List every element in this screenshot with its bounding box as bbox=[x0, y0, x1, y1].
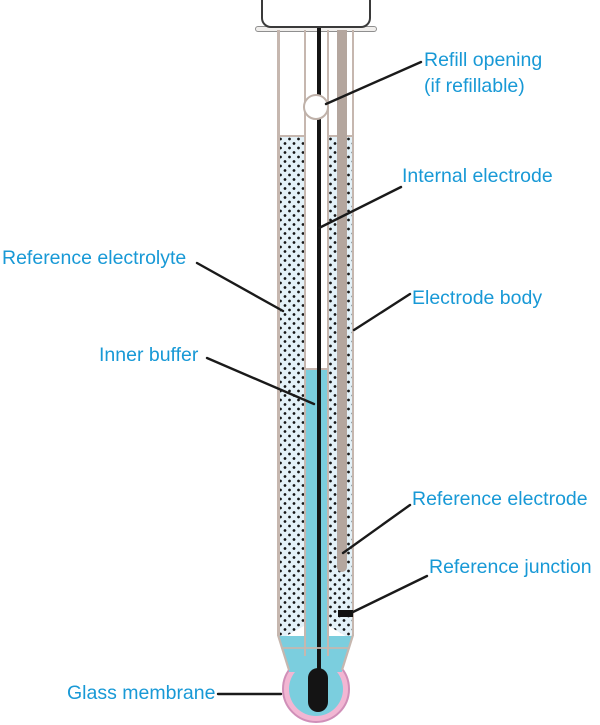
label-refill-opening-line2: (if refillable) bbox=[424, 75, 525, 97]
refill-opening-circle bbox=[303, 94, 329, 120]
label-reference-electrode: Reference electrode bbox=[412, 488, 588, 510]
reference-electrolyte-left-column bbox=[279, 135, 304, 640]
label-inner-buffer: Inner buffer bbox=[99, 344, 199, 366]
reference-electrode-stripe bbox=[337, 30, 347, 572]
pointer-electrode-body bbox=[352, 292, 412, 332]
reference-junction-bar bbox=[338, 610, 353, 617]
inner-buffer-fill bbox=[306, 368, 327, 640]
label-refill-opening: Refill opening (if refillable) bbox=[424, 47, 542, 99]
label-reference-electrolyte: Reference electrolyte bbox=[2, 247, 187, 269]
label-refill-opening-line1: Refill opening bbox=[424, 49, 543, 71]
pointer-reference-junction bbox=[351, 574, 429, 614]
inner-tube-wall-right bbox=[327, 30, 329, 656]
electrode-body-wall-left bbox=[277, 30, 280, 636]
cap-body bbox=[261, 0, 371, 28]
pointer-reference-electrolyte bbox=[195, 261, 285, 313]
internal-electrode-wire bbox=[317, 28, 321, 678]
label-internal-electrode: Internal electrode bbox=[402, 165, 553, 187]
label-glass-membrane: Glass membrane bbox=[67, 682, 216, 704]
internal-electrode-tip bbox=[308, 668, 328, 712]
bulb-neck bbox=[279, 636, 352, 672]
electrode-body-wall-right bbox=[351, 30, 354, 636]
inner-tube-wall-left bbox=[304, 30, 306, 656]
label-electrode-body: Electrode body bbox=[412, 287, 543, 309]
label-reference-junction: Reference junction bbox=[429, 556, 592, 578]
